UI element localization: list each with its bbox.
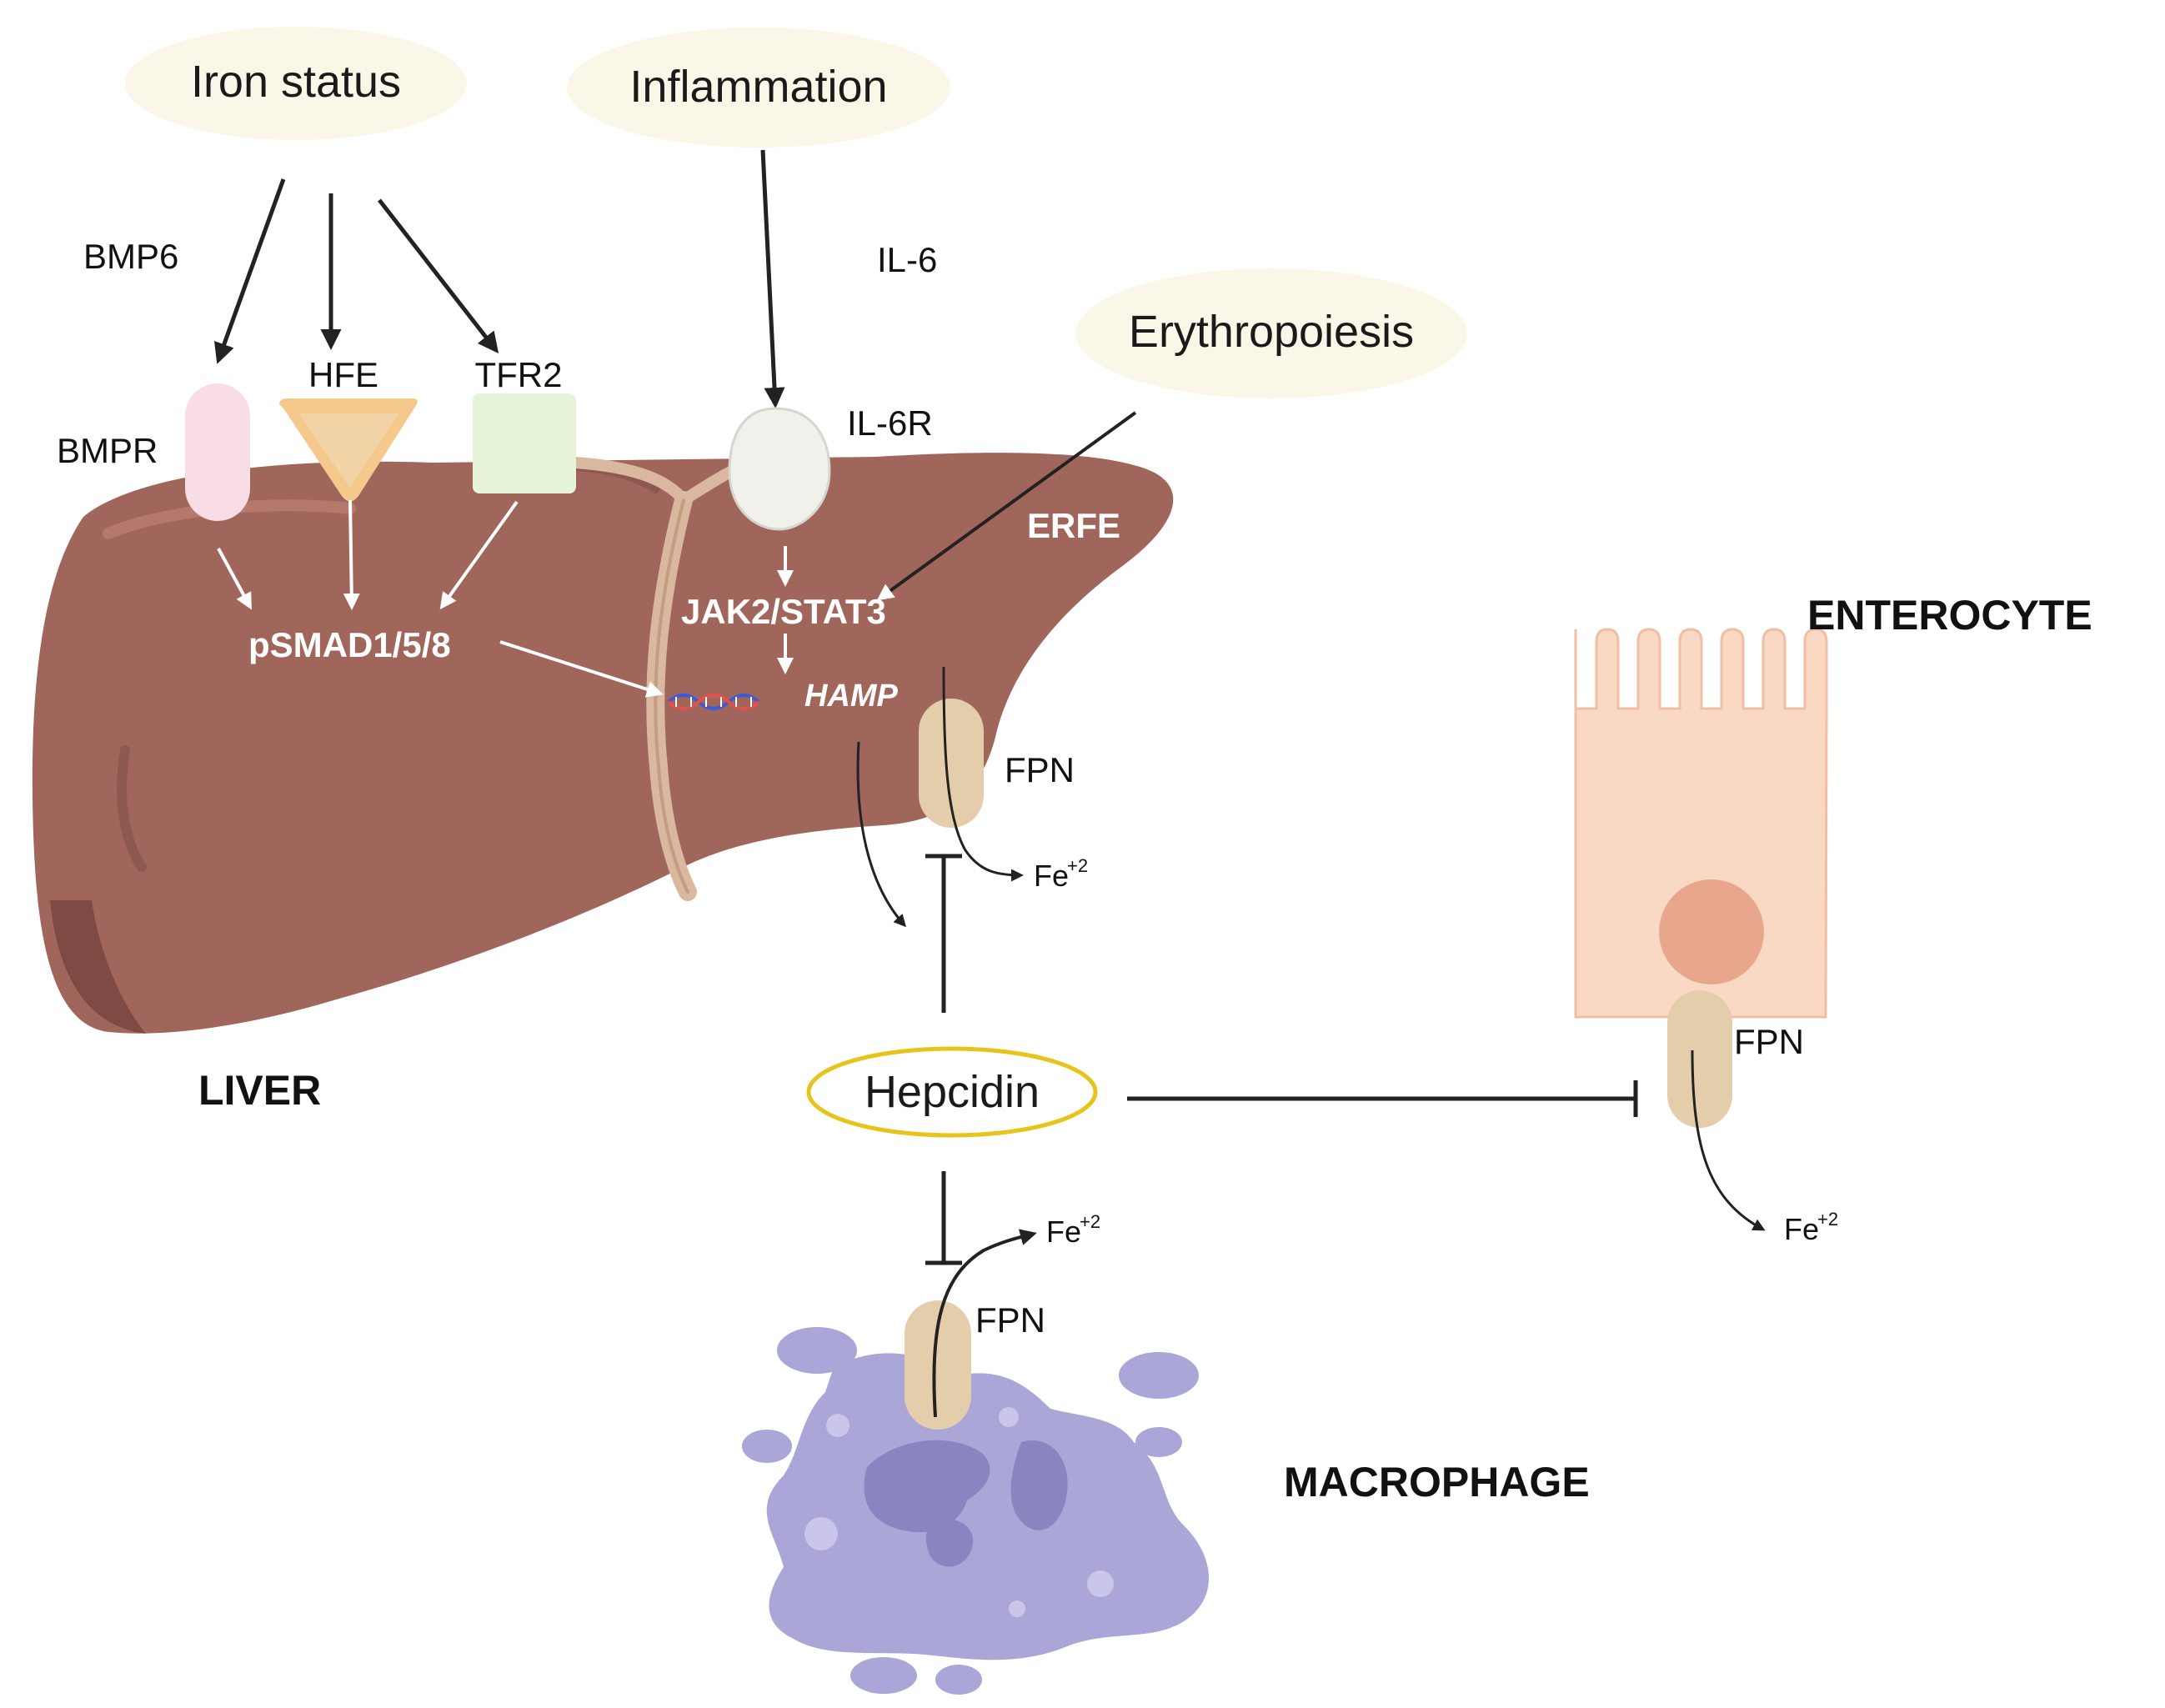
liver-organ [32, 453, 1174, 1034]
bmp6-label: BMP6 [83, 237, 178, 276]
hepcidin-inhibits-liver-fpn [925, 854, 962, 1013]
macrophage-fpn-label: FPN [975, 1300, 1045, 1340]
enterocyte-fpn-label: FPN [1734, 1022, 1804, 1061]
hfe-receptor [279, 398, 418, 502]
hfe-label: HFE [308, 355, 378, 394]
il6r-receptor [728, 407, 831, 531]
enterocyte-label: ENTEROCYTE [1807, 592, 2092, 639]
svg-text:+2: +2 [1067, 855, 1088, 876]
liver-fpn-channel [919, 666, 1024, 882]
macrophage-fe-label: Fe +2 [1046, 1211, 1100, 1249]
bmpr-receptor [185, 383, 250, 521]
svg-text:+2: +2 [1080, 1211, 1100, 1232]
liver-fe-label: Fe +2 [1034, 855, 1088, 893]
iron-status-arrows [214, 178, 499, 364]
liver-label: LIVER [198, 1067, 321, 1114]
enterocyte-fe-label: Fe +2 [1784, 1209, 1838, 1246]
erythropoiesis-cloud: Erythropoiesis [1075, 268, 1467, 398]
hepcidin-label: Hepcidin [864, 1067, 1040, 1117]
hepcidin-inhibits-macrophage-fpn [925, 1171, 962, 1265]
macrophage-label: MACROPHAGE [1284, 1459, 1590, 1505]
tfr2-receptor [473, 393, 576, 493]
bmpr-label: BMPR [57, 431, 158, 470]
hamp-to-hepcidin-arrow [856, 741, 907, 928]
smad-pathway-arrows [217, 499, 664, 698]
svg-text:+2: +2 [1817, 1209, 1838, 1230]
svg-text:Fe: Fe [1046, 1215, 1081, 1249]
inflammation-label: Inflammation [629, 62, 887, 112]
hepcidin-node: Hepcidin [806, 1046, 1098, 1138]
macrophage-cell [742, 1327, 1209, 1695]
il6-label: IL-6 [877, 240, 937, 279]
iron-status-label: Iron status [191, 57, 401, 107]
iron-status-cloud: Iron status [125, 27, 467, 140]
hamp-label: HAMP [804, 679, 899, 714]
dna-icon [667, 694, 760, 710]
erythropoiesis-label: Erythropoiesis [1129, 307, 1414, 357]
inflammation-cloud: Inflammation [567, 28, 950, 148]
macrophage-fpn-channel [905, 1229, 1037, 1430]
liver-fpn-label: FPN [1005, 750, 1075, 789]
il6r-label: IL-6R [847, 403, 933, 443]
erythropoiesis-arrow [876, 411, 1137, 601]
enterocyte-cell [1574, 628, 1828, 1019]
erfe-label: ERFE [1027, 506, 1120, 545]
psmad-label: pSMAD1/5/8 [248, 625, 451, 664]
svg-text:Fe: Fe [1784, 1212, 1819, 1246]
jak-stat-label: JAK2/STAT3 [681, 592, 886, 631]
tfr2-label: TFR2 [475, 355, 563, 394]
svg-text:Fe: Fe [1034, 859, 1069, 893]
enterocyte-fpn-channel [1667, 990, 1766, 1231]
inflammation-arrow [760, 149, 785, 408]
hepcidin-inhibits-enterocyte-fpn [1127, 1080, 1638, 1117]
